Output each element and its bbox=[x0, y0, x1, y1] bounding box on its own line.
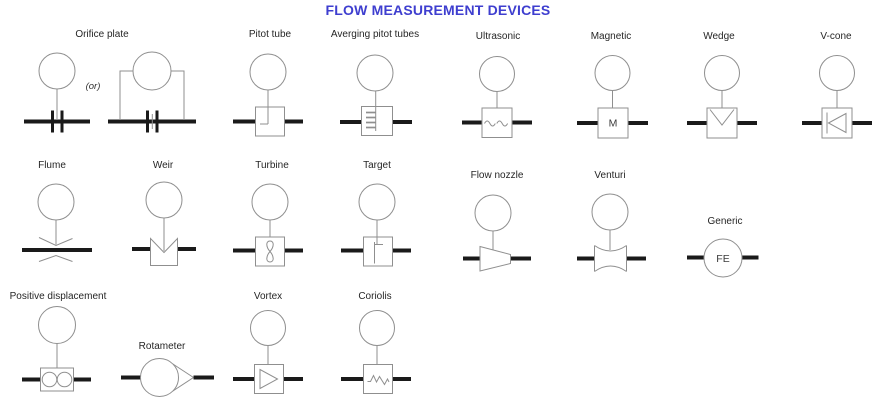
generic-letter: FE bbox=[716, 253, 729, 265]
label-flow-nozzle: Flow nozzle bbox=[470, 170, 524, 181]
generic-fe-symbol: FE bbox=[687, 238, 759, 278]
coriolis-symbol bbox=[341, 310, 411, 394]
label-flume: Flume bbox=[38, 160, 66, 171]
pitot-tube-symbol bbox=[233, 53, 303, 137]
flume-symbol bbox=[22, 183, 92, 262]
venturi-symbol bbox=[577, 193, 646, 272]
averaging-pitot-symbol bbox=[340, 54, 412, 136]
magnetic-symbol: M bbox=[577, 55, 648, 139]
label-orifice-plate: Orifice plate bbox=[75, 29, 129, 40]
magnetic-letter: M bbox=[609, 118, 618, 130]
positive-displacement-symbol bbox=[22, 306, 91, 392]
label-pitot-tube: Pitot tube bbox=[248, 29, 292, 40]
flow-nozzle-symbol bbox=[463, 194, 531, 272]
target-symbol bbox=[341, 183, 411, 267]
orifice-plate-alt-symbol bbox=[108, 51, 196, 133]
label-ultrasonic: Ultrasonic bbox=[475, 31, 521, 42]
label-coriolis: Coriolis bbox=[358, 291, 392, 302]
v-cone-symbol bbox=[802, 55, 872, 139]
label-vortex: Vortex bbox=[253, 291, 283, 302]
wedge-symbol bbox=[687, 55, 757, 139]
label-or-note: (or) bbox=[85, 81, 101, 92]
weir-symbol bbox=[132, 181, 196, 266]
label-v-cone: V-cone bbox=[820, 31, 852, 42]
label-wedge: Wedge bbox=[703, 31, 735, 42]
label-positive-displacement: Positive displacement bbox=[9, 291, 107, 302]
orifice-plate-symbol bbox=[24, 52, 90, 133]
label-target: Target bbox=[363, 160, 391, 171]
label-turbine: Turbine bbox=[255, 160, 289, 171]
label-venturi: Venturi bbox=[594, 170, 626, 181]
turbine-symbol bbox=[233, 183, 303, 267]
rotameter-symbol bbox=[121, 358, 214, 397]
label-generic: Generic bbox=[707, 216, 743, 227]
vortex-symbol bbox=[233, 310, 303, 394]
page-title: FLOW MEASUREMENT DEVICES bbox=[325, 2, 551, 18]
label-averaging-pitot: Averging pitot tubes bbox=[330, 29, 420, 40]
label-rotameter: Rotameter bbox=[138, 341, 186, 352]
ultrasonic-symbol bbox=[462, 56, 532, 138]
label-weir: Weir bbox=[152, 160, 174, 171]
label-magnetic: Magnetic bbox=[590, 31, 632, 42]
